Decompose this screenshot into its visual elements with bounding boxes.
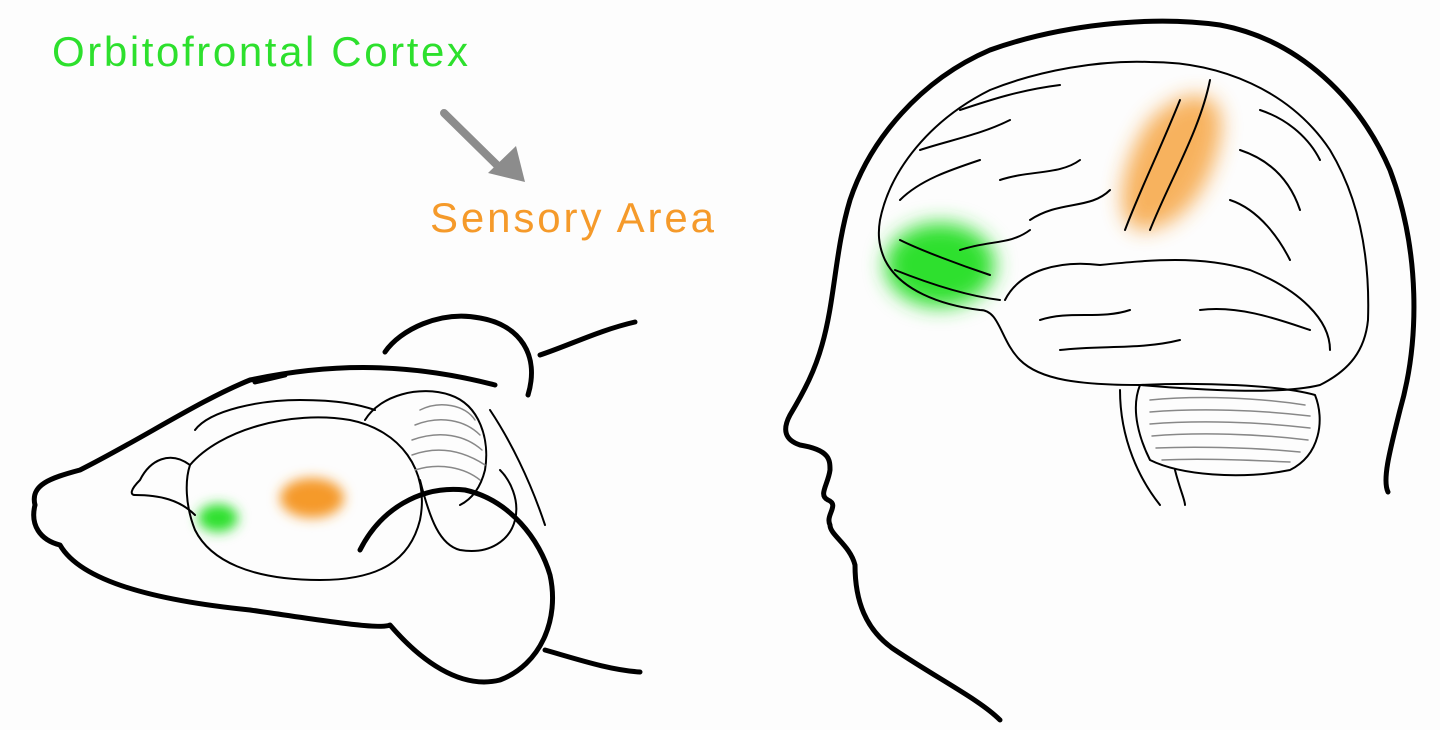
mouse-orbitofrontal-glow (198, 504, 238, 532)
arrow-icon (440, 109, 525, 182)
mouse-head-drawing (31, 313, 643, 685)
sensory-label: Sensory Area (430, 194, 715, 241)
mouse-sensory-glow (280, 478, 344, 518)
human-sensory-glow (1121, 95, 1222, 230)
orbitofrontal-label: Orbitofrontal Cortex (52, 28, 468, 75)
human-head-drawing (783, 18, 1417, 723)
human-orbitofrontal-glow (885, 223, 995, 307)
